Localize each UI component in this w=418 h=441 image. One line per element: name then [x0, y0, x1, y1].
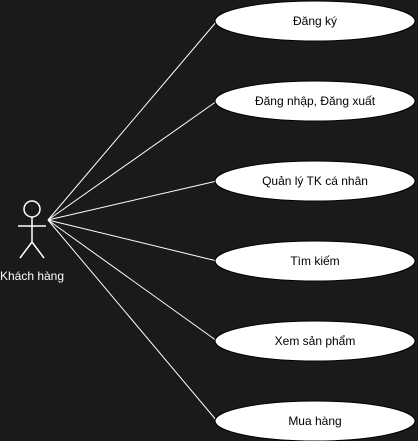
actor-left-leg [19, 241, 33, 259]
use-case-5[interactable]: Xem sản phẩm [214, 320, 416, 362]
use-case-4-ellipse [214, 240, 416, 282]
actor-head [23, 200, 41, 218]
use-case-2[interactable]: Đăng nhập, Đăng xuất [214, 80, 416, 122]
use-case-1[interactable]: Đăng ký [214, 0, 416, 42]
actor-khach-hang[interactable]: Khách hàng [0, 200, 64, 283]
use-case-5-label: Xem sản phẩm [275, 334, 356, 348]
association-lines [47, 20, 218, 422]
actor-name: Khách hàng [0, 269, 64, 283]
use-case-3-label: Quản lý TK cá nhân [262, 174, 368, 188]
use-case-1-ellipse [214, 0, 416, 42]
use-case-6[interactable]: Mua hàng [214, 400, 416, 441]
association-line-1 [47, 20, 218, 221]
association-line-5 [47, 219, 218, 342]
association-line-2 [47, 100, 218, 221]
use-case-4-label: Tìm kiếm [290, 254, 339, 268]
actor-right-leg [31, 241, 45, 259]
use-case-4[interactable]: Tìm kiếm [214, 240, 416, 282]
use-case-3[interactable]: Quản lý TK cá nhân [214, 160, 416, 202]
use-case-1-label: Đăng ký [293, 14, 337, 28]
use-case-5-ellipse [214, 320, 416, 362]
use-case-2-ellipse [214, 80, 416, 122]
association-line-4 [47, 219, 218, 262]
association-line-6 [47, 219, 218, 422]
use-case-6-ellipse [214, 400, 416, 441]
association-line-3 [47, 180, 218, 221]
use-case-6-label: Mua hàng [288, 414, 341, 428]
use-case-2-label: Đăng nhập, Đăng xuất [255, 94, 376, 108]
use-case-3-ellipse [214, 160, 416, 202]
